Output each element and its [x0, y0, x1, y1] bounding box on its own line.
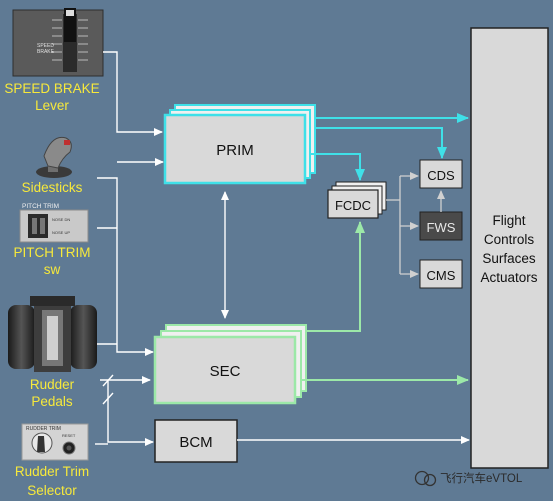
fcdc-stack — [327, 181, 387, 219]
speed-brake-label-line2: Lever — [35, 98, 69, 113]
sec-outputs — [301, 221, 469, 385]
actuators-label-line4: Actuators — [480, 270, 537, 285]
rudder-trim-reset-label: RESET — [62, 433, 76, 438]
sidesticks-label: Sidesticks — [22, 180, 83, 195]
sec-label: SEC — [210, 363, 241, 380]
speed-brake-plate-line2: BRAKE — [37, 49, 55, 55]
rudder-trim-panel: RUDDER TRIM RESET — [21, 423, 89, 461]
pitch-trim-nose-up: NOSE UP — [52, 230, 70, 235]
sidestick-icon — [36, 136, 72, 178]
pitch-trim-nose-dn: NOSE DN — [52, 217, 70, 222]
fcdc-label: FCDC — [335, 198, 371, 213]
rudder-pedals-icon — [8, 296, 97, 372]
bcm-label: BCM — [179, 434, 212, 451]
prim-stack — [163, 104, 316, 185]
prim-label: PRIM — [216, 142, 254, 159]
prim-outputs — [310, 113, 469, 181]
actuators-label-line1: Flight — [492, 213, 525, 228]
cds-box — [419, 159, 463, 189]
input-connectors — [95, 51, 164, 446]
watermark: 飞行汽车eVTOL — [414, 470, 523, 487]
fcdc-outputs — [386, 172, 445, 278]
pitch-trim-title: PITCH TRIM — [22, 203, 59, 210]
pitch-trim-label-line2: sw — [44, 262, 61, 277]
rudder-pedals-label-line1: Rudder — [30, 377, 75, 392]
speed-brake-plate-line1: SPEED — [37, 43, 54, 49]
rudder-trim-title: RUDDER TRIM — [26, 426, 61, 432]
cms-label: CMS — [427, 268, 456, 283]
rudder-trim-label-line1: Rudder Trim — [15, 464, 89, 479]
speed-brake-label-line1: SPEED BRAKE — [4, 81, 99, 96]
pitch-trim-panel: PITCH TRIM NOSE DN NOSE UP — [19, 203, 89, 243]
speed-brake-panel: SPEED BRAKE — [12, 8, 104, 77]
actuators-box — [470, 27, 549, 469]
rudder-trim-label-line2: Selector — [27, 483, 77, 498]
cds-label: CDS — [427, 168, 455, 183]
fws-label: FWS — [427, 220, 456, 235]
sec-stack — [153, 324, 307, 405]
actuators-label-line3: Surfaces — [482, 251, 536, 266]
rudder-pedals-label-line2: Pedals — [31, 394, 73, 409]
watermark-text: 飞行汽车eVTOL — [440, 471, 523, 485]
pitch-trim-label-line1: PITCH TRIM — [14, 245, 91, 260]
bcm-box — [154, 419, 238, 463]
actuators-label-line2: Controls — [484, 232, 535, 247]
cms-box — [419, 259, 463, 289]
